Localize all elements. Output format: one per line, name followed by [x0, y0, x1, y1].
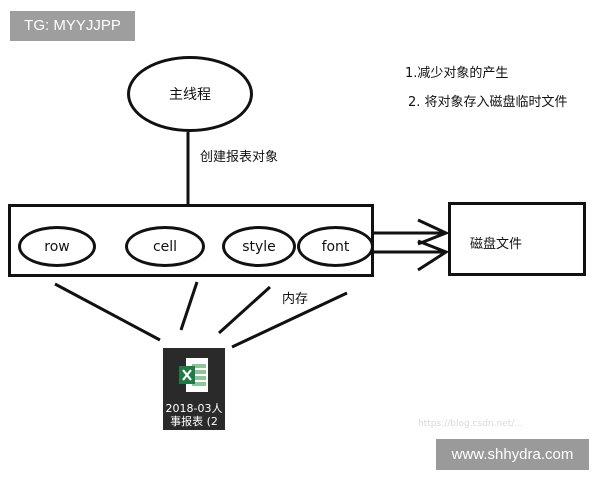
watermark-bottom-right: www.shhydra.com	[436, 439, 589, 470]
object-style-node: style	[222, 226, 296, 267]
note-reduce-objects: 1.减少对象的产生	[405, 66, 509, 81]
memory-line-2	[179, 281, 199, 331]
main-thread-node: 主线程	[127, 56, 253, 132]
faint-source-url: https://blog.csdn.net/...	[418, 419, 523, 429]
arrowhead-lower	[417, 239, 450, 272]
object-row-node: row	[18, 226, 96, 267]
memory-line-3	[217, 285, 272, 335]
excel-file-name: 2018-03人事报表 (2	[165, 402, 223, 428]
object-style-label: style	[242, 238, 276, 255]
main-thread-label: 主线程	[169, 87, 211, 103]
object-cell-node: cell	[125, 226, 205, 267]
object-font-label: font	[321, 238, 350, 255]
note-store-to-disk: 2. 将对象存入磁盘临时文件	[408, 95, 568, 110]
memory-line-4	[231, 291, 348, 349]
excel-icon	[179, 358, 208, 392]
memory-line-1	[54, 282, 161, 342]
disk-file-label: 磁盘文件	[470, 237, 523, 252]
disk-file-box	[448, 202, 586, 276]
object-cell-label: cell	[152, 238, 178, 255]
arrowhead-upper	[417, 218, 450, 246]
create-report-label: 创建报表对象	[200, 150, 279, 165]
watermark-top-left: TG: MYYJJPP	[10, 11, 135, 41]
object-row-label: row	[44, 238, 70, 255]
object-font-node: font	[297, 226, 374, 267]
excel-file-tile[interactable]: 2018-03人事报表 (2	[163, 348, 225, 430]
memory-label: 内存	[282, 292, 309, 307]
